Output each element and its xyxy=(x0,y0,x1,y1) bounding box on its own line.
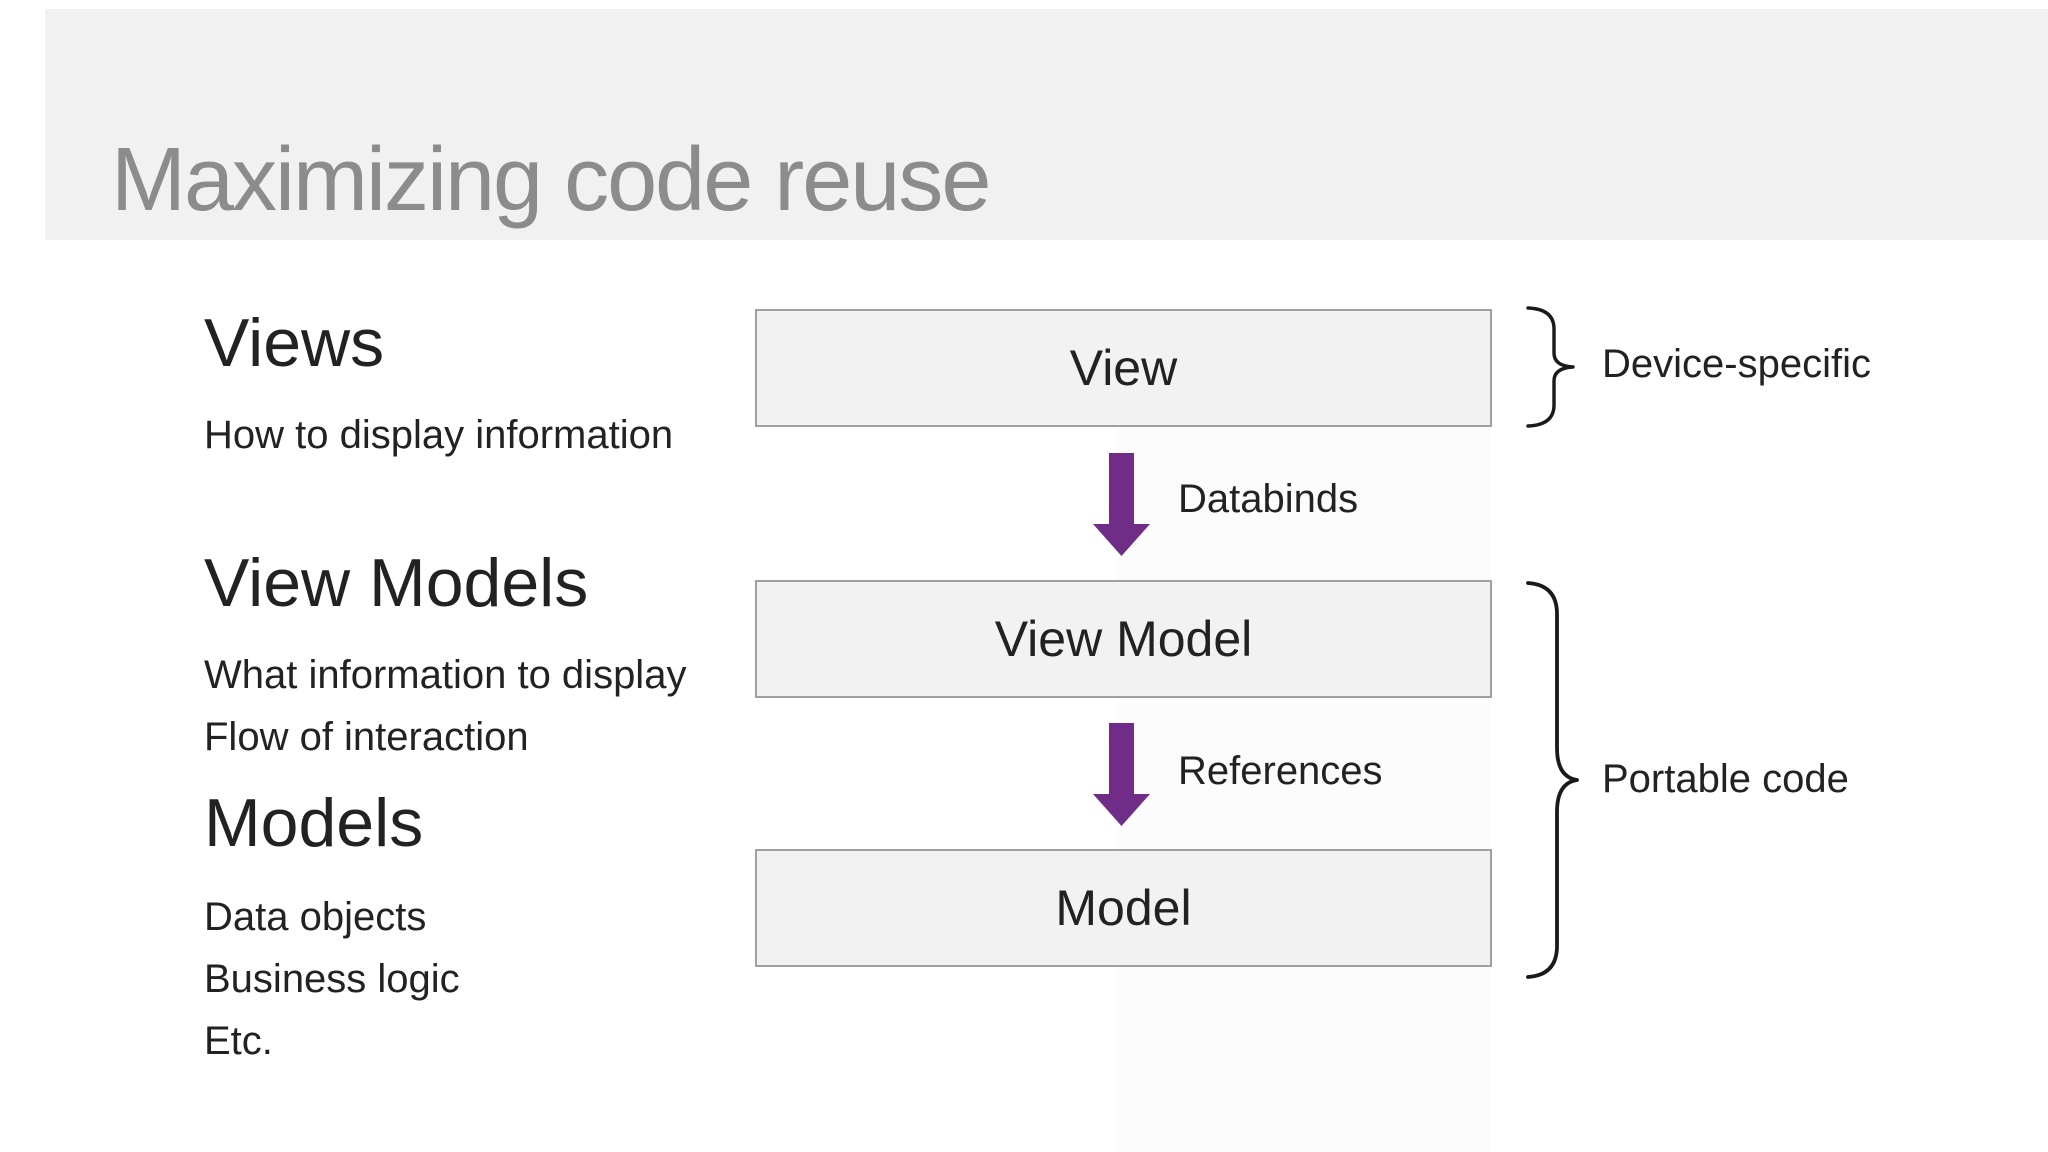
databinds-label: Databinds xyxy=(1178,477,1359,521)
models-description-line: Business logic xyxy=(204,957,460,1001)
models-description-line: Data objects xyxy=(204,895,427,939)
models-heading: Models xyxy=(204,785,424,861)
view-box-label: View xyxy=(1069,340,1178,396)
model-box-label: Model xyxy=(1055,880,1192,936)
portable-code-brace-icon xyxy=(1526,581,1579,979)
references-down-arrow-icon xyxy=(1093,723,1150,826)
device-specific-label: Device-specific xyxy=(1602,342,1871,386)
views-description-line: How to display information xyxy=(204,413,674,457)
references-label: References xyxy=(1178,749,1383,793)
databinds-down-arrow-icon xyxy=(1093,453,1150,556)
view-models-description-line: Flow of interaction xyxy=(204,715,529,759)
views-heading: Views xyxy=(204,305,385,381)
view-model-box: View Model xyxy=(755,580,1492,698)
portable-code-label: Portable code xyxy=(1602,757,1849,801)
view-models-description-line: What information to display xyxy=(204,653,687,697)
models-description-line: Etc. xyxy=(204,1019,273,1063)
slide-title: Maximizing code reuse xyxy=(111,130,991,230)
device-specific-brace-icon xyxy=(1526,306,1575,428)
model-box: Model xyxy=(755,849,1492,967)
view-model-box-label: View Model xyxy=(994,611,1253,667)
views-description: How to display information xyxy=(204,404,673,466)
title-banner: Maximizing code reuse xyxy=(45,9,2048,240)
models-description: Data objects Business logic Etc. xyxy=(204,886,460,1072)
view-models-heading: View Models xyxy=(204,545,589,621)
view-models-description: What information to display Flow of inte… xyxy=(204,644,686,768)
view-box: View xyxy=(755,309,1492,427)
background-band xyxy=(1117,428,1490,1152)
